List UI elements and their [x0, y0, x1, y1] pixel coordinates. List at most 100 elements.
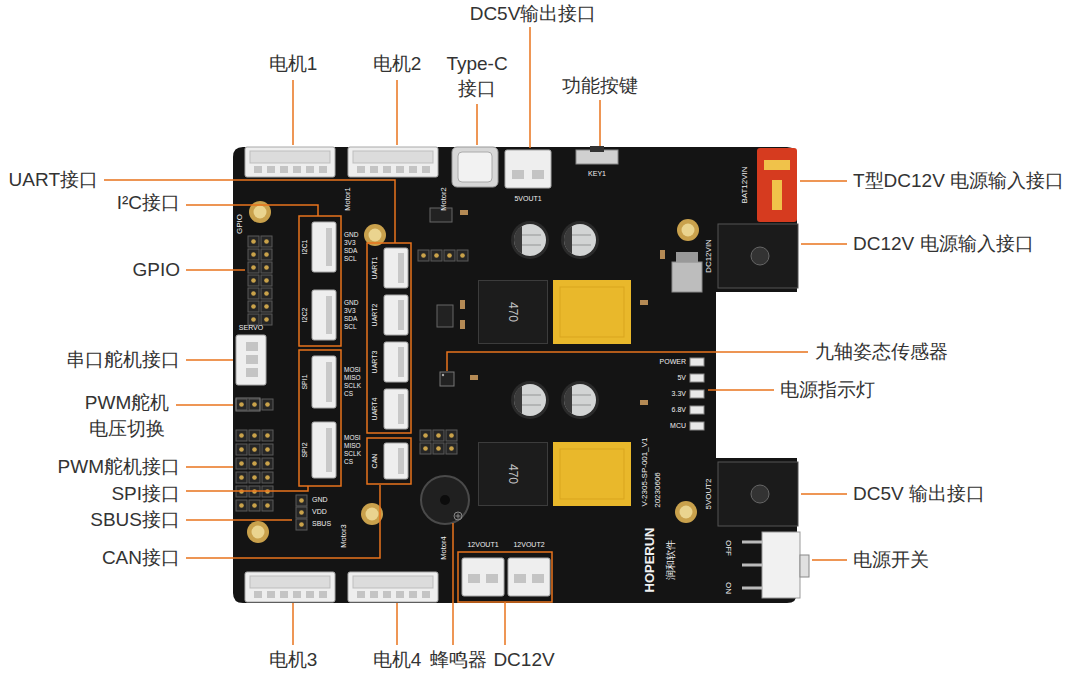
servo-connector [246, 342, 258, 351]
leader-line [812, 559, 847, 561]
output-connector [486, 574, 498, 583]
voltage-jumper [262, 399, 273, 410]
motor-connector [348, 572, 438, 602]
callout-label: 电机4 [373, 648, 422, 673]
inductor: 470 [478, 280, 548, 344]
group-outline [299, 216, 341, 346]
silkscreen-label: 12VOUT2 [513, 540, 544, 549]
group-outline [367, 243, 411, 433]
pwm-header [236, 458, 247, 469]
push-button [576, 146, 618, 164]
debug-header [433, 430, 444, 441]
callout-label: DC12V 电源输入接口 [853, 232, 1034, 257]
leader-line [186, 269, 245, 271]
callout-label: T型DC12V 电源输入接口 [853, 169, 1064, 194]
inductor-core [553, 280, 631, 344]
regulator [676, 252, 698, 262]
pwm-header [249, 500, 260, 511]
output-connector [505, 150, 551, 188]
sbus-header [296, 495, 307, 530]
callout-label: DC12V [493, 648, 554, 673]
mounting-hole [677, 219, 699, 241]
regulator [672, 262, 702, 292]
leader-line [292, 603, 294, 645]
gpio-header [248, 288, 259, 299]
pwm-header [249, 444, 260, 455]
mounting-hole [675, 501, 697, 523]
silkscreen-label: KEY1 [588, 169, 606, 178]
push-button [576, 150, 618, 164]
pwm-header [249, 430, 260, 441]
leader-line [186, 359, 233, 361]
buzzer [456, 514, 461, 519]
group-outline [458, 552, 552, 602]
callout-label: 电源指示灯 [780, 378, 875, 403]
output-connector [508, 558, 550, 596]
smd-part [470, 375, 478, 380]
bus-connector [312, 290, 336, 340]
group-outline [367, 438, 411, 484]
silkscreen-label: MOSI MISO SCLK CS [344, 366, 361, 398]
silkscreen-label: DC12VIN [704, 239, 714, 273]
bus-connector [384, 389, 408, 429]
capacitor [561, 221, 599, 259]
callout-label: GPIO [132, 258, 180, 283]
debug-header [420, 430, 431, 441]
smd-part [640, 400, 648, 405]
output-connector [532, 170, 544, 179]
t-connector [757, 148, 797, 222]
callout-label: UART接口 [9, 168, 98, 193]
callout-label: 串口舵机接口 [66, 348, 180, 373]
indicator-led [690, 358, 704, 366]
power-switch [742, 542, 762, 588]
group-outline [299, 216, 552, 602]
silkscreen-label: GND VDD SBUS [312, 494, 331, 530]
silkscreen-label: 6.8V [672, 405, 686, 414]
buzzer [421, 476, 469, 524]
callout-label: 电机1 [269, 52, 318, 77]
gpio-header [261, 236, 272, 247]
silkscreen-label: GND 3V3 SDA SCL [344, 231, 358, 263]
callout-label: DC5V输出接口 [470, 2, 597, 27]
gpio-header [248, 249, 259, 260]
t-connector [764, 160, 790, 170]
silkscreen-label: V-2305-SP-001_V1 [640, 438, 650, 507]
leader-line [186, 466, 233, 468]
indicator-led [690, 406, 704, 414]
gpio-header [248, 275, 259, 286]
bus-connector [312, 222, 336, 272]
sbus-header [296, 519, 307, 530]
gpio-header [261, 301, 272, 312]
pwm-header [236, 444, 247, 455]
inductor: 470 [478, 442, 548, 506]
connector-slot [398, 394, 404, 424]
connector-slot [398, 300, 404, 330]
smd-part [660, 250, 665, 259]
silkscreen-label: 润和软件 [664, 540, 677, 580]
motor-connector [245, 147, 335, 177]
voltage-jumper [236, 398, 273, 411]
mounting-hole [247, 521, 269, 543]
output-connector [462, 558, 550, 596]
inductor-core [553, 442, 631, 506]
silkscreen-label: SPI1 [300, 374, 309, 389]
capacitor [561, 381, 599, 419]
leader-line [104, 27, 847, 645]
silkscreen-label: I2C2 [300, 308, 309, 323]
bus-connector [384, 295, 408, 335]
servo-connector [236, 335, 266, 385]
callout-label: 九轴姿态传感器 [815, 340, 948, 365]
group-outline [299, 350, 341, 486]
callout-label: 电源开关 [853, 548, 929, 573]
leader-line [476, 104, 478, 145]
indicator-led [690, 358, 704, 430]
callout-label: Type-C 接口 [439, 51, 515, 101]
motor-connector [245, 572, 335, 602]
sensor-chip [442, 374, 444, 376]
callout-label: SBUS接口 [90, 508, 180, 533]
leader-line [396, 603, 398, 645]
smd-part [640, 300, 648, 305]
silkscreen-label: I2C1 [300, 240, 309, 255]
dc-jack [718, 462, 798, 526]
